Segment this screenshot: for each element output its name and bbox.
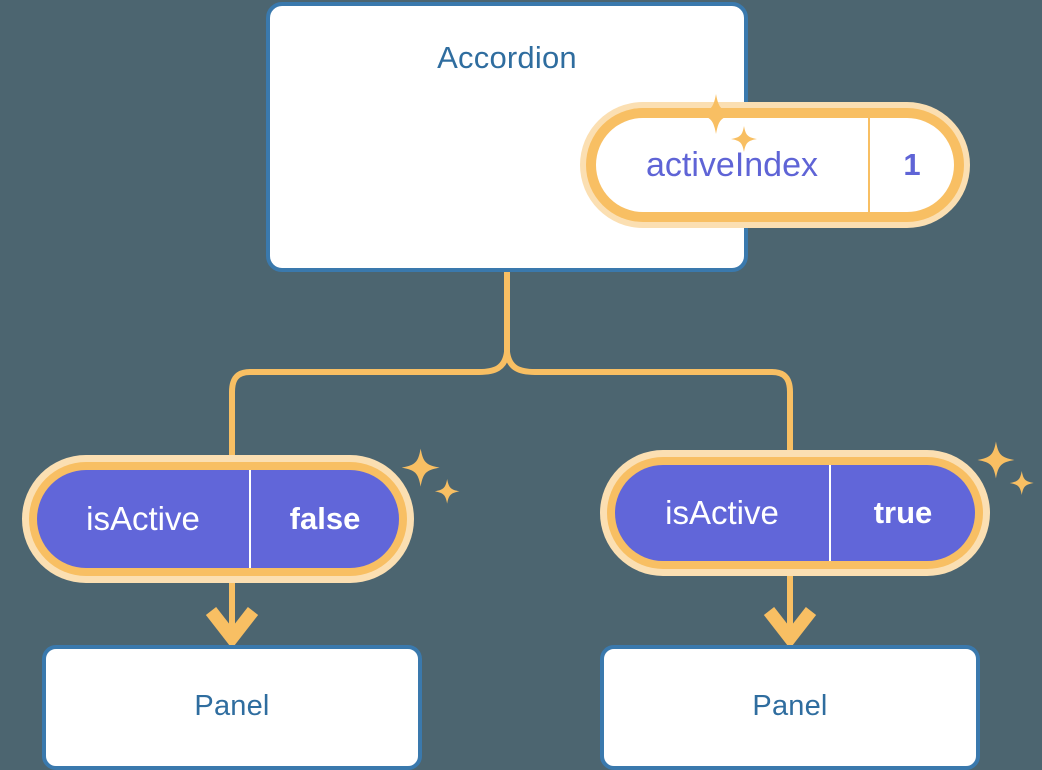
state-value-label: 1: [903, 147, 921, 182]
pill-body: activeIndex 1: [596, 118, 954, 212]
pill-body: isActive false: [37, 470, 399, 568]
arrow-head-left: [205, 607, 259, 649]
state-key-label: isActive: [615, 465, 831, 561]
panel-card-left[interactable]: Panel: [42, 645, 422, 770]
panel-title-right: Panel: [752, 690, 828, 722]
state-value-label: true: [873, 495, 933, 530]
arrow-head-right: [763, 607, 817, 649]
state-pill-active-index[interactable]: activeIndex 1: [580, 102, 970, 228]
connector-split-right: [504, 349, 793, 453]
pill-body: isActive true: [615, 465, 975, 561]
root-component-card[interactable]: Accordion activeIndex 1: [266, 2, 970, 272]
panel-title-left: Panel: [194, 690, 270, 722]
panel-card-right[interactable]: Panel: [600, 645, 980, 770]
state-pill-is-active-true[interactable]: isActive true: [600, 450, 990, 576]
state-pill-is-active-false[interactable]: isActive false: [22, 455, 414, 583]
connector-split-left: [229, 349, 510, 458]
state-key-label: activeIndex: [596, 118, 870, 212]
state-key-label: isActive: [37, 470, 251, 568]
root-component-title: Accordion: [437, 40, 577, 75]
state-value-label: false: [289, 501, 361, 536]
